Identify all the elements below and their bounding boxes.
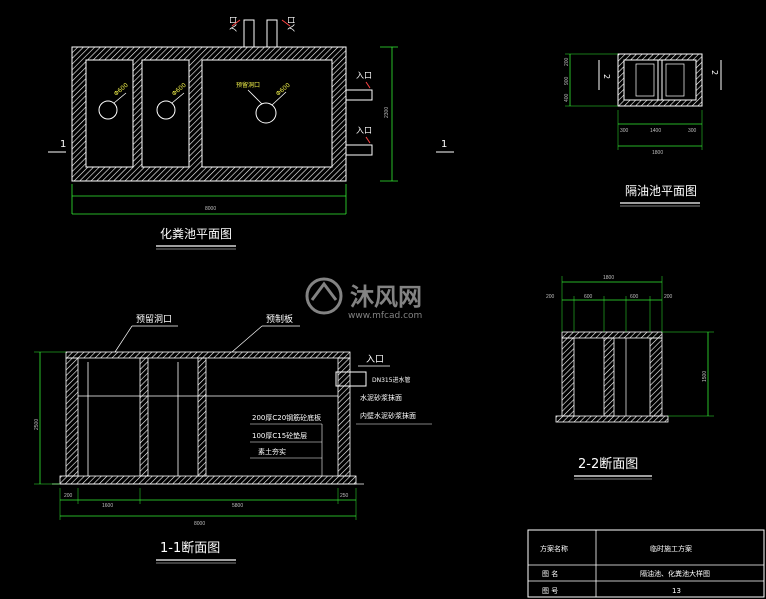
s22-right-wall [649, 337, 663, 417]
plan-dim-length: 8000 [205, 206, 216, 212]
watermark: 沐风网 www.mfcad.com [305, 277, 422, 321]
s11-label-hole: 预留洞口 [136, 313, 172, 325]
plan-chamber-2 [141, 59, 190, 168]
grease-dim-h3: 400 [564, 93, 570, 102]
tb-row2-value: 隔油池、化粪池大样图 [640, 569, 710, 578]
tb-row3-value: 13 [672, 587, 681, 595]
s22-dim-3: 600 [630, 294, 639, 300]
plan-inlet-label-right-1: 入口 [356, 71, 372, 80]
s22-top-slab [561, 331, 663, 339]
grease-plan-title: 隔油池平面图 [625, 184, 697, 198]
s11-partition-1 [139, 357, 149, 477]
s11-dim-total: 8000 [194, 521, 205, 527]
plan-inlet-right-2 [345, 144, 373, 156]
s22-dim-total: 1800 [603, 275, 614, 281]
plan-section-mark-right: 1 [441, 139, 447, 150]
title-block-frame [527, 529, 765, 598]
grease-trap-plan: 2 2 200 900 400 300 1400 300 1800 隔油池平面图 [564, 53, 722, 207]
s11-layer-3: 素土夯实 [258, 447, 286, 456]
s11-title: 1-1断面图 [160, 541, 220, 556]
s11-label-slab: 预制板 [266, 313, 293, 325]
grease-dim-a-left: 300 [620, 128, 629, 134]
s11-partition-2 [197, 357, 207, 477]
s11-bottom-slab [59, 475, 357, 485]
s11-pipe-note: DN315进水管 [372, 376, 411, 384]
watermark-brand: 沐风网 [350, 283, 422, 311]
plan-chamber-1 [85, 59, 134, 168]
grease-dim-c: 1800 [652, 150, 663, 156]
plan-inlet-top-1 [243, 19, 255, 48]
plan-inlet-label-top-2: 入口 [287, 16, 296, 32]
plan-dim-width: 2300 [384, 107, 390, 118]
s22-left-wall [561, 337, 575, 417]
s22-dim-4: 200 [664, 294, 673, 300]
grease-section-mark-left: 2 [602, 74, 611, 79]
grease-dim-h1: 200 [564, 57, 570, 66]
plan-inlet-label-right-2: 入口 [356, 126, 372, 135]
tb-row1-value: 临时施工方案 [650, 544, 692, 553]
s11-note-1: 水泥砂浆抹面 [360, 393, 402, 402]
title-block: 方案名称 临时施工方案 图 名 隔油池、化粪池大样图 图 号 13 [527, 529, 765, 598]
s11-dim-1: 200 [64, 493, 73, 499]
s11-layer-2: 100厚C15砼垫层 [252, 431, 307, 440]
s11-right-wall [337, 357, 351, 477]
tb-row1-label: 方案名称 [540, 544, 568, 553]
s11-inlet-pipe [335, 371, 367, 387]
s11-dim-height: 2500 [34, 419, 40, 430]
s22-baffle [603, 337, 615, 417]
s11-top-slab [65, 351, 351, 359]
grease-dim-h2: 900 [564, 76, 570, 85]
tb-row3-label: 图 号 [542, 587, 558, 595]
s11-dim-4: 250 [340, 493, 349, 499]
watermark-logo-icon [305, 277, 343, 315]
s11-left-wall [65, 357, 79, 477]
s22-bottom-slab [555, 415, 669, 423]
s11-layer-1: 200厚C20钢筋砼底板 [252, 413, 321, 422]
manhole-2 [156, 100, 176, 120]
septic-plan-view: Φ600 Φ600 Φ600 预留洞口 入口 入口 入口 入口 1 1 8000… [48, 16, 454, 250]
s22-dim-1: 200 [546, 294, 555, 300]
grease-dim-a-right: 300 [688, 128, 697, 134]
grease-chamber [623, 59, 697, 101]
s11-dim-3: 5800 [232, 503, 243, 509]
s11-dim-2: 1600 [102, 503, 113, 509]
section-2-2: 1800 200 600 600 200 1500 2-2断面图 [546, 275, 714, 480]
s22-dim-2: 600 [584, 294, 593, 300]
grease-section-mark-right: 2 [710, 70, 719, 75]
s11-label-inlet: 入口 [366, 354, 384, 365]
grease-dim-b: 1400 [650, 128, 661, 134]
plan-inlet-right-1 [345, 89, 373, 101]
watermark-url: www.mfcad.com [348, 311, 422, 321]
plan-manhole-label: 预留洞口 [236, 81, 260, 89]
s22-dim-height: 1500 [702, 371, 708, 382]
plan-inlet-label-top-1: 入口 [229, 16, 238, 32]
plan-section-mark-left: 1 [60, 139, 66, 150]
tb-row2-label: 图 名 [542, 569, 558, 578]
s22-title: 2-2断面图 [578, 457, 638, 472]
plan-chamber-3 [201, 59, 333, 168]
plan-view-title: 化粪池平面图 [160, 227, 232, 241]
manhole-3 [255, 102, 277, 124]
section-1-1: 预留洞口 预制板 入口 DN315进水管 水泥砂浆抹面 内壁水泥砂浆抹面 200… [34, 313, 432, 564]
manhole-1 [98, 100, 118, 120]
s11-note-2: 内壁水泥砂浆抹面 [360, 411, 416, 420]
plan-inlet-top-2 [266, 19, 278, 48]
